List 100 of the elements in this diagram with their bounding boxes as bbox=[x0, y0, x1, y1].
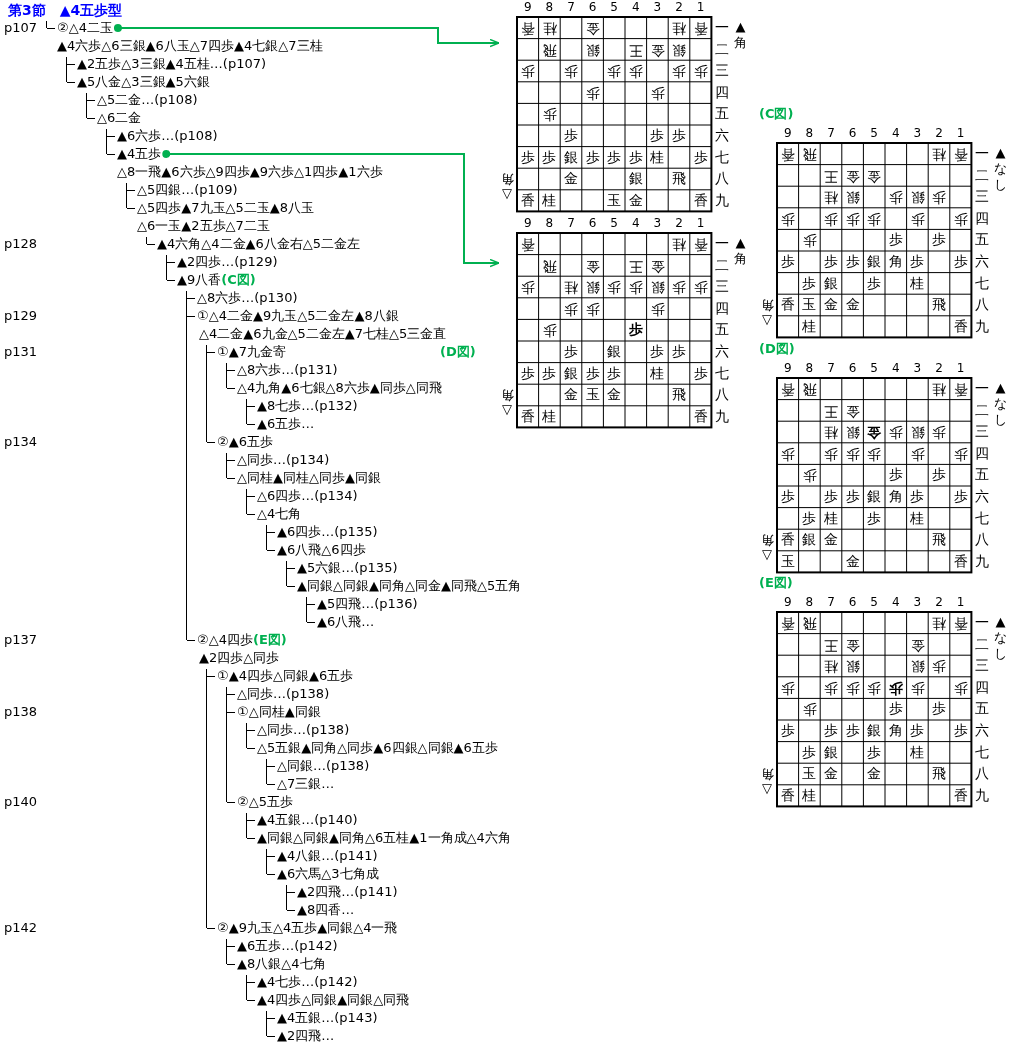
page-reference: p137 bbox=[4, 631, 38, 649]
row-number: 九 bbox=[974, 551, 990, 571]
shogi-piece: 歩 bbox=[823, 487, 839, 506]
column-number: 2 bbox=[934, 594, 944, 610]
move-sequence: ▲4五銀…(p143) bbox=[277, 1009, 378, 1027]
shogi-piece: 香 bbox=[692, 406, 709, 426]
column-number: 9 bbox=[782, 594, 793, 610]
column-number: 5 bbox=[609, 215, 619, 231]
move-sequence: ②△4四歩 bbox=[197, 631, 253, 649]
shogi-piece: 飛 bbox=[671, 169, 687, 189]
shogi-piece: 玉 bbox=[779, 551, 796, 571]
move-sequence: ▲8四香… bbox=[297, 901, 355, 919]
row-number: 五 bbox=[974, 699, 990, 719]
shogi-piece: 歩 bbox=[866, 210, 883, 229]
shogi-piece: 桂 bbox=[649, 363, 666, 383]
shogi-piece: 歩 bbox=[931, 657, 947, 676]
shogi-piece: 銀 bbox=[823, 273, 839, 293]
column-number: 3 bbox=[912, 594, 923, 610]
column-number: 6 bbox=[587, 0, 598, 15]
pieces-in-hand: △角 bbox=[500, 387, 514, 420]
pieces-in-hand: ▲角 bbox=[733, 235, 748, 267]
shogi-piece: 歩 bbox=[952, 679, 969, 698]
shogi-piece: 香 bbox=[952, 614, 969, 633]
shogi-piece: 香 bbox=[952, 785, 969, 805]
shogi-piece: 桂 bbox=[931, 614, 947, 633]
shogi-piece: 香 bbox=[779, 530, 796, 550]
move-sequence: △同銀…(p138) bbox=[277, 757, 370, 775]
column-number: 8 bbox=[544, 0, 555, 15]
move-sequence: △6二金 bbox=[97, 109, 142, 127]
shogi-piece: 歩 bbox=[909, 210, 926, 229]
move-sequence: △8六歩…(p130) bbox=[197, 289, 298, 307]
shogi-piece: 香 bbox=[779, 614, 796, 633]
column-number: 6 bbox=[847, 360, 858, 376]
column-number: 5 bbox=[609, 0, 619, 15]
shogi-piece: 歩 bbox=[823, 252, 839, 271]
row-number: 六 bbox=[714, 126, 730, 145]
move-sequence: ▲6四歩…(p135) bbox=[277, 523, 378, 541]
page-reference: p140 bbox=[4, 793, 38, 811]
move-sequence: △同歩…(p138) bbox=[237, 685, 330, 703]
shogi-piece: 歩 bbox=[887, 423, 904, 442]
column-number: 5 bbox=[869, 360, 879, 376]
row-number: 二 bbox=[714, 255, 730, 275]
move-sequence: ▲4四歩△同銀▲同銀△同飛 bbox=[257, 991, 410, 1009]
shogi-piece: 香 bbox=[519, 235, 536, 254]
shogi-piece: 王 bbox=[627, 41, 644, 60]
shogi-piece: 銀 bbox=[627, 169, 644, 189]
shogi-piece: 歩 bbox=[584, 300, 601, 319]
move-sequence: ▲同銀△同銀▲同角△同金▲同飛△5五角 bbox=[297, 577, 522, 595]
shogi-piece: 香 bbox=[952, 316, 969, 336]
move-sequence: ▲2四歩…(p129) bbox=[177, 253, 278, 271]
row-number: 五 bbox=[714, 104, 730, 124]
column-number: 7 bbox=[826, 125, 836, 141]
row-number: 四 bbox=[974, 443, 990, 463]
shogi-piece: 桂 bbox=[541, 19, 558, 38]
shogi-piece: 桂 bbox=[823, 423, 839, 442]
shogi-piece: 歩 bbox=[779, 721, 796, 740]
shogi-piece: 金 bbox=[866, 167, 883, 186]
shogi-piece: 銀 bbox=[844, 423, 861, 442]
shogi-piece: 金 bbox=[866, 423, 883, 442]
column-number: 7 bbox=[566, 215, 576, 231]
move-sequence: ②△5五歩 bbox=[237, 793, 293, 811]
shogi-piece: 歩 bbox=[779, 679, 796, 698]
shogi-piece: 歩 bbox=[952, 721, 969, 740]
shogi-piece: 歩 bbox=[519, 278, 536, 297]
shogi-piece: 歩 bbox=[866, 445, 883, 464]
shogi-piece: 角 bbox=[887, 487, 904, 506]
shogi-piece: 歩 bbox=[779, 210, 796, 229]
shogi-piece: 歩 bbox=[606, 278, 623, 297]
move-sequence: ▲6八飛△6四歩 bbox=[277, 541, 366, 559]
shogi-piece: 香 bbox=[779, 380, 796, 399]
shogi-piece: 飛 bbox=[931, 295, 947, 315]
shogi-piece: 歩 bbox=[671, 62, 687, 81]
shogi-piece: 金 bbox=[823, 764, 839, 784]
shogi-piece: 飛 bbox=[801, 145, 818, 164]
shogi-piece: 銀 bbox=[823, 742, 839, 762]
shogi-piece: 桂 bbox=[823, 188, 839, 207]
column-number: 9 bbox=[782, 360, 793, 376]
shogi-piece: 歩 bbox=[627, 147, 644, 167]
move-sequence: ▲2四歩△同歩 bbox=[199, 649, 280, 667]
shogi-piece: 歩 bbox=[541, 106, 558, 124]
shogi-piece: 歩 bbox=[627, 320, 644, 340]
move-sequence: ▲4六角△4二金▲6八金右△5二金左 bbox=[157, 235, 361, 253]
shogi-piece: 歩 bbox=[606, 147, 623, 167]
column-number: 6 bbox=[587, 215, 598, 231]
column-number: 9 bbox=[782, 125, 793, 141]
column-number: 7 bbox=[566, 0, 576, 15]
row-number: 七 bbox=[974, 273, 990, 293]
move-sequence: ▲5六銀…(p135) bbox=[297, 559, 398, 577]
shogi-piece: 歩 bbox=[844, 721, 861, 740]
shogi-piece: 歩 bbox=[541, 363, 558, 383]
shogi-piece: 銀 bbox=[909, 188, 926, 207]
move-sequence: ②▲6五歩 bbox=[217, 433, 273, 451]
column-number: 6 bbox=[847, 594, 858, 610]
shogi-piece: 歩 bbox=[649, 126, 666, 145]
shogi-piece: 歩 bbox=[844, 487, 861, 506]
move-sequence: ▲5八金△3三銀▲5六銀 bbox=[77, 73, 210, 91]
shogi-piece: 銀 bbox=[606, 342, 623, 361]
shogi-piece: 銀 bbox=[866, 487, 883, 506]
shogi-piece: 飛 bbox=[801, 380, 818, 399]
shogi-piece: 銀 bbox=[584, 278, 601, 297]
